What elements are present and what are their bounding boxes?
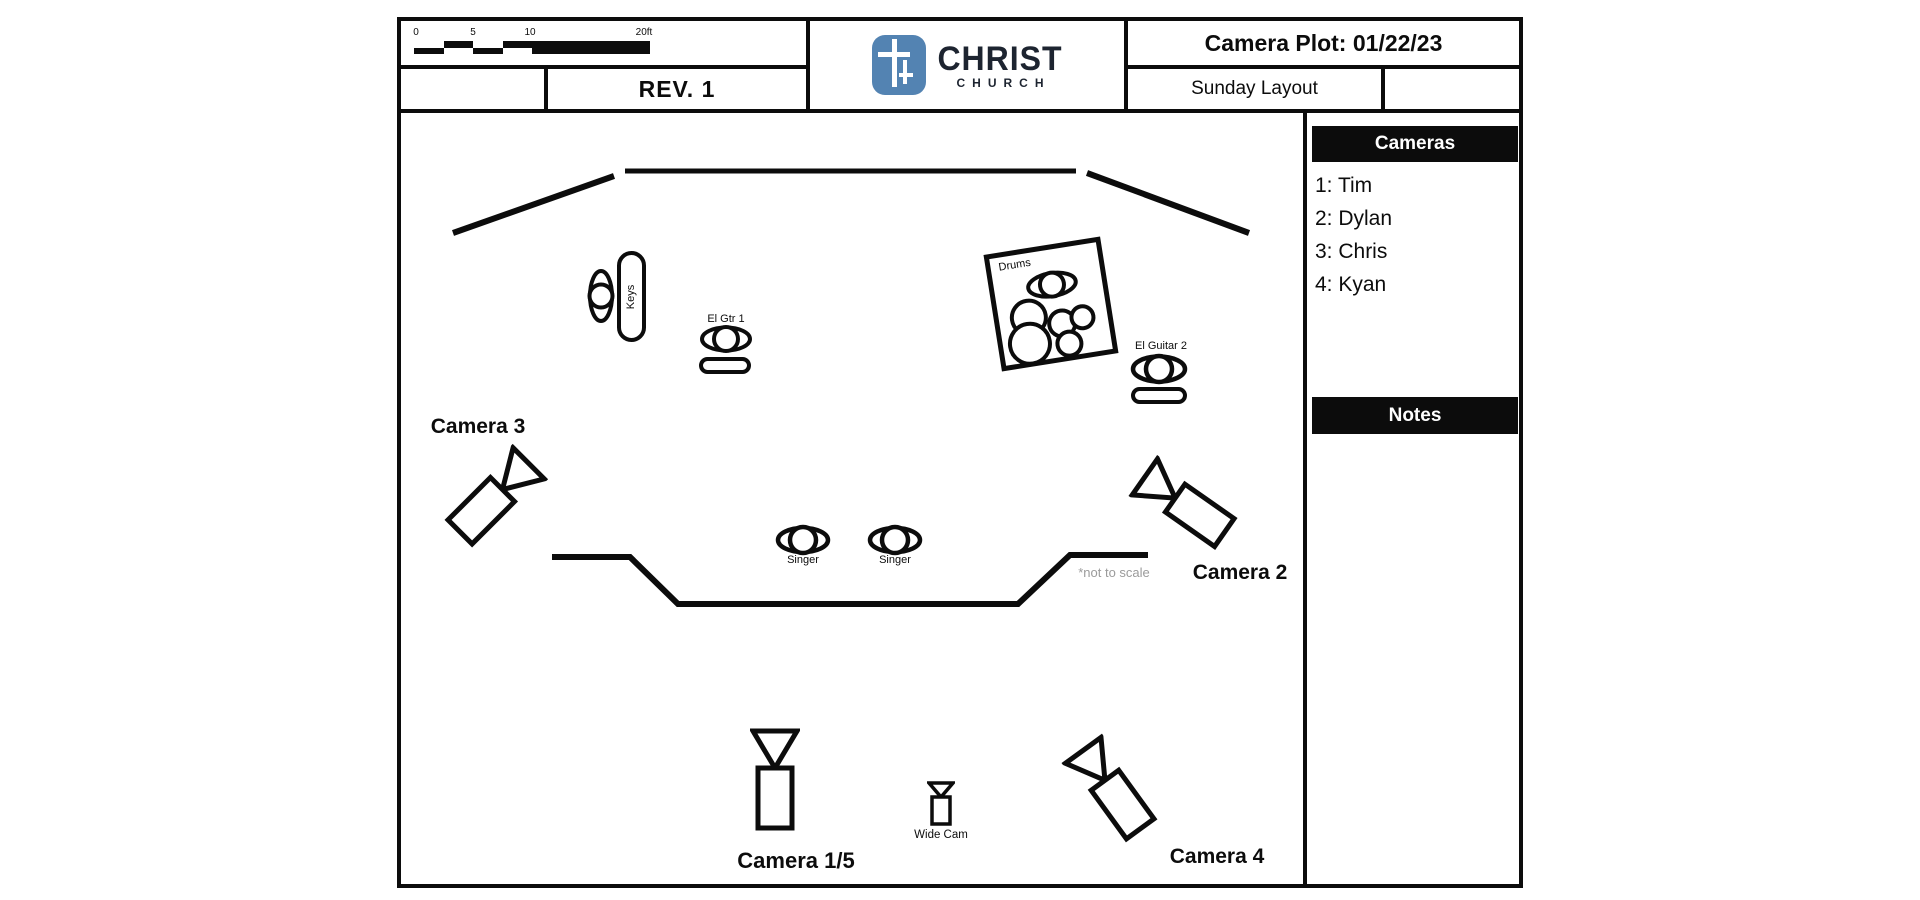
camera-list-item: 4: Kyan: [1315, 272, 1387, 296]
cameras-header-label: Cameras: [1374, 133, 1456, 154]
cameras-header: Cameras: [1312, 126, 1518, 162]
drums-box: Drums: [983, 236, 1119, 372]
keys-person-icon: [587, 269, 615, 323]
plot-sheet: 0 5 10 20ft REV. 1: [397, 17, 1523, 888]
singer1-label: Singer: [787, 554, 819, 566]
el-guitar2-label: El Guitar 2: [1135, 340, 1187, 352]
drums-person-icon: [1026, 270, 1078, 299]
camera4-label: Camera 4: [1169, 845, 1265, 868]
camera-list-item: 3: Chris: [1315, 239, 1388, 263]
logo-cell: CHRIST CHURCH: [810, 21, 1124, 109]
not-to-scale-note: *not to scale: [1078, 565, 1150, 580]
camera4-icon: [1061, 733, 1158, 843]
el-guitar2-person-icon: [1130, 353, 1188, 385]
keys-pill: [617, 251, 646, 342]
drum-kit-icon: [1007, 298, 1096, 366]
camera3-icon: [444, 443, 549, 548]
logo-subtitle: CHURCH: [956, 75, 1051, 90]
titleblock-bottom-line: [401, 109, 1519, 113]
titleblock-line: [1126, 65, 1519, 69]
notes-header-label: Notes: [1388, 404, 1442, 426]
layout-name: Sunday Layout: [1191, 78, 1318, 99]
titleblock-line: [1381, 69, 1385, 109]
camera1-5-label: Camera 1/5: [737, 848, 855, 873]
sidebar-divider: [1303, 113, 1307, 884]
camera2-icon: [1128, 454, 1238, 550]
camera3-label: Camera 3: [430, 415, 526, 438]
plot-title-cell: Camera Plot: 01/22/23: [1128, 21, 1519, 65]
singer1-person-icon: [775, 524, 831, 556]
titleblock-line: [401, 65, 810, 69]
camera2-label: Camera 2: [1192, 561, 1288, 584]
singer2-label: Singer: [879, 554, 911, 566]
scale-tick-0: 0: [413, 27, 419, 38]
revision-text: REV. 1: [638, 75, 716, 102]
camera-list-item: 1: Tim: [1315, 173, 1373, 197]
wide-cam-label: Wide Cam: [914, 829, 968, 841]
titleblock-line: [806, 21, 810, 109]
notes-header: Notes: [1312, 397, 1518, 434]
scale-tick-10: 10: [524, 27, 536, 38]
scale-bar: [414, 41, 650, 54]
titleblock-line: [544, 69, 548, 109]
layout-name-cell: Sunday Layout: [1128, 69, 1381, 109]
scale-bar-cell: 0 5 10 20ft: [401, 21, 806, 65]
el-gtr1-amp-pill: [699, 357, 751, 374]
scale-tick-20: 20ft: [635, 27, 653, 38]
stage-outline: [451, 168, 1251, 607]
wide-cam-icon: [927, 781, 955, 826]
plot-title: Camera Plot: 01/22/23: [1204, 29, 1443, 56]
camera-list-item: 2: Dylan: [1315, 206, 1393, 230]
keys-label: Keys: [625, 284, 637, 310]
el-guitar2-amp-pill: [1131, 387, 1187, 404]
titleblock-line: [1124, 21, 1128, 109]
el-gtr1-person-icon: [700, 325, 752, 353]
scale-tick-5: 5: [470, 27, 476, 38]
cross-logo-icon: [871, 34, 927, 96]
logo-title: CHRIST: [937, 38, 1063, 77]
singer2-person-icon: [867, 524, 923, 556]
el-gtr1-label: El Gtr 1: [707, 313, 745, 325]
revision-cell: REV. 1: [548, 69, 806, 109]
camera1-5-icon: [750, 728, 800, 831]
